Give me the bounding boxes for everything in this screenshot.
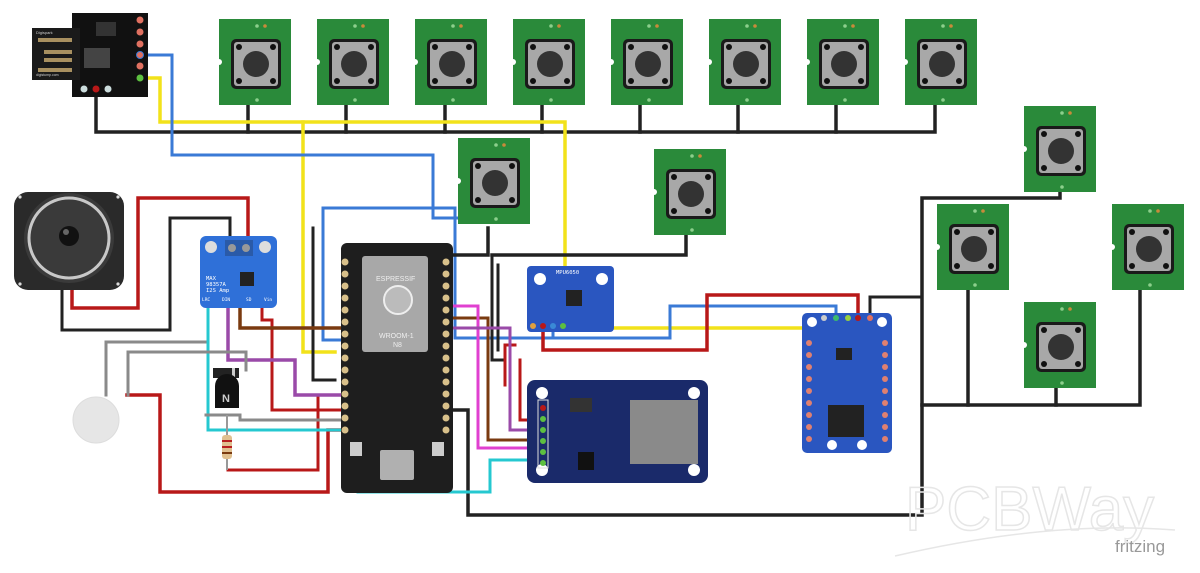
esp32-variant: N8 (393, 342, 402, 349)
push-button[interactable] (216, 19, 291, 105)
wire-red-sd (503, 343, 517, 387)
wire-gray (104, 340, 207, 397)
amp-pin-lrc: LRC (202, 297, 210, 303)
sd-card-slot[interactable] (630, 400, 698, 464)
wire-gray-3 (204, 413, 342, 422)
wire-black-gnd (490, 253, 507, 362)
push-button[interactable] (455, 138, 530, 224)
wire-blue-3 (321, 206, 838, 340)
boot-button[interactable] (432, 442, 444, 456)
button-middle (455, 138, 726, 235)
push-button-left[interactable] (934, 204, 1009, 290)
npn-transistor: N (215, 374, 239, 408)
wire-red-resistor (226, 393, 342, 472)
pcbway-watermark: PCBWay (905, 475, 1154, 544)
wire-red-speaker (70, 196, 250, 310)
digispark-url: digistump.com (36, 73, 59, 77)
wire-gnd-top-bus (94, 86, 937, 134)
push-button-down[interactable] (1021, 302, 1096, 388)
piezo-buzzer (72, 396, 120, 444)
push-button[interactable] (902, 19, 977, 105)
wire-black-left (311, 226, 337, 382)
wire-yellow-drop (301, 120, 337, 354)
amp-pin-vin: Vin (264, 297, 272, 303)
amp-subtitle: I2S Amp (206, 288, 229, 294)
esp32-module: WROOM-1 (379, 333, 414, 340)
diode (213, 368, 239, 378)
wire-magenta (441, 304, 542, 450)
push-button[interactable] (510, 19, 585, 105)
wire-black-right-bottom (920, 288, 1142, 407)
micro-sd-module (527, 380, 708, 483)
mpu-label: MPU6050 (556, 270, 579, 276)
wire-red-pcf-vcc (541, 293, 860, 352)
esp32-pins-left (341, 258, 349, 434)
pcf8575-expander (802, 313, 892, 453)
push-button[interactable] (706, 19, 781, 105)
amp-model: 98357A (206, 282, 227, 288)
wire-black-btn (441, 226, 490, 257)
wire-black-right-bus (446, 190, 1062, 517)
esp32-pins-right (442, 258, 450, 434)
i2s-amplifier: MAX 98357A I2S Amp LRC DIN SD Vin (200, 236, 277, 308)
esp32-s3-devkit: ESPRESSIF WROOM-1 N8 (341, 243, 453, 493)
push-button[interactable] (608, 19, 683, 105)
push-button-right[interactable] (1109, 204, 1184, 290)
transistor-label: N (222, 393, 230, 405)
amp-pin-din: DIN (222, 297, 230, 303)
wire-black-pcf-gnd (868, 295, 924, 320)
wire-black-btn2 (490, 230, 688, 257)
wire-black-speaker (60, 216, 232, 332)
resistor (222, 415, 232, 470)
wire-brown-2 (441, 316, 542, 442)
push-button[interactable] (651, 149, 726, 235)
digispark-board: Digispark digistump.com (32, 13, 148, 97)
push-button[interactable] (412, 19, 487, 105)
push-button[interactable] (314, 19, 389, 105)
push-button[interactable] (804, 19, 879, 105)
mpu6050-module: MPU6050 (527, 266, 614, 332)
push-button-up[interactable] (1021, 106, 1096, 192)
wire-red-amp-vin (260, 304, 342, 412)
watermark: PCBWay fritzing (894, 474, 1176, 557)
button-dpad (934, 106, 1184, 388)
wire-blue (138, 53, 460, 220)
rst-button[interactable] (350, 442, 362, 456)
esp32-brand: ESPRESSIF (376, 276, 415, 283)
amp-title: MAX (206, 276, 217, 282)
wire-gray-2 (126, 350, 248, 397)
digispark-label: Digispark (36, 30, 53, 35)
speaker (14, 192, 124, 290)
button-row-top (216, 19, 977, 105)
wire-purple-2 (441, 326, 542, 432)
fritzing-logo: fritzing (1115, 537, 1165, 556)
amp-pin-sd: SD (246, 297, 252, 303)
